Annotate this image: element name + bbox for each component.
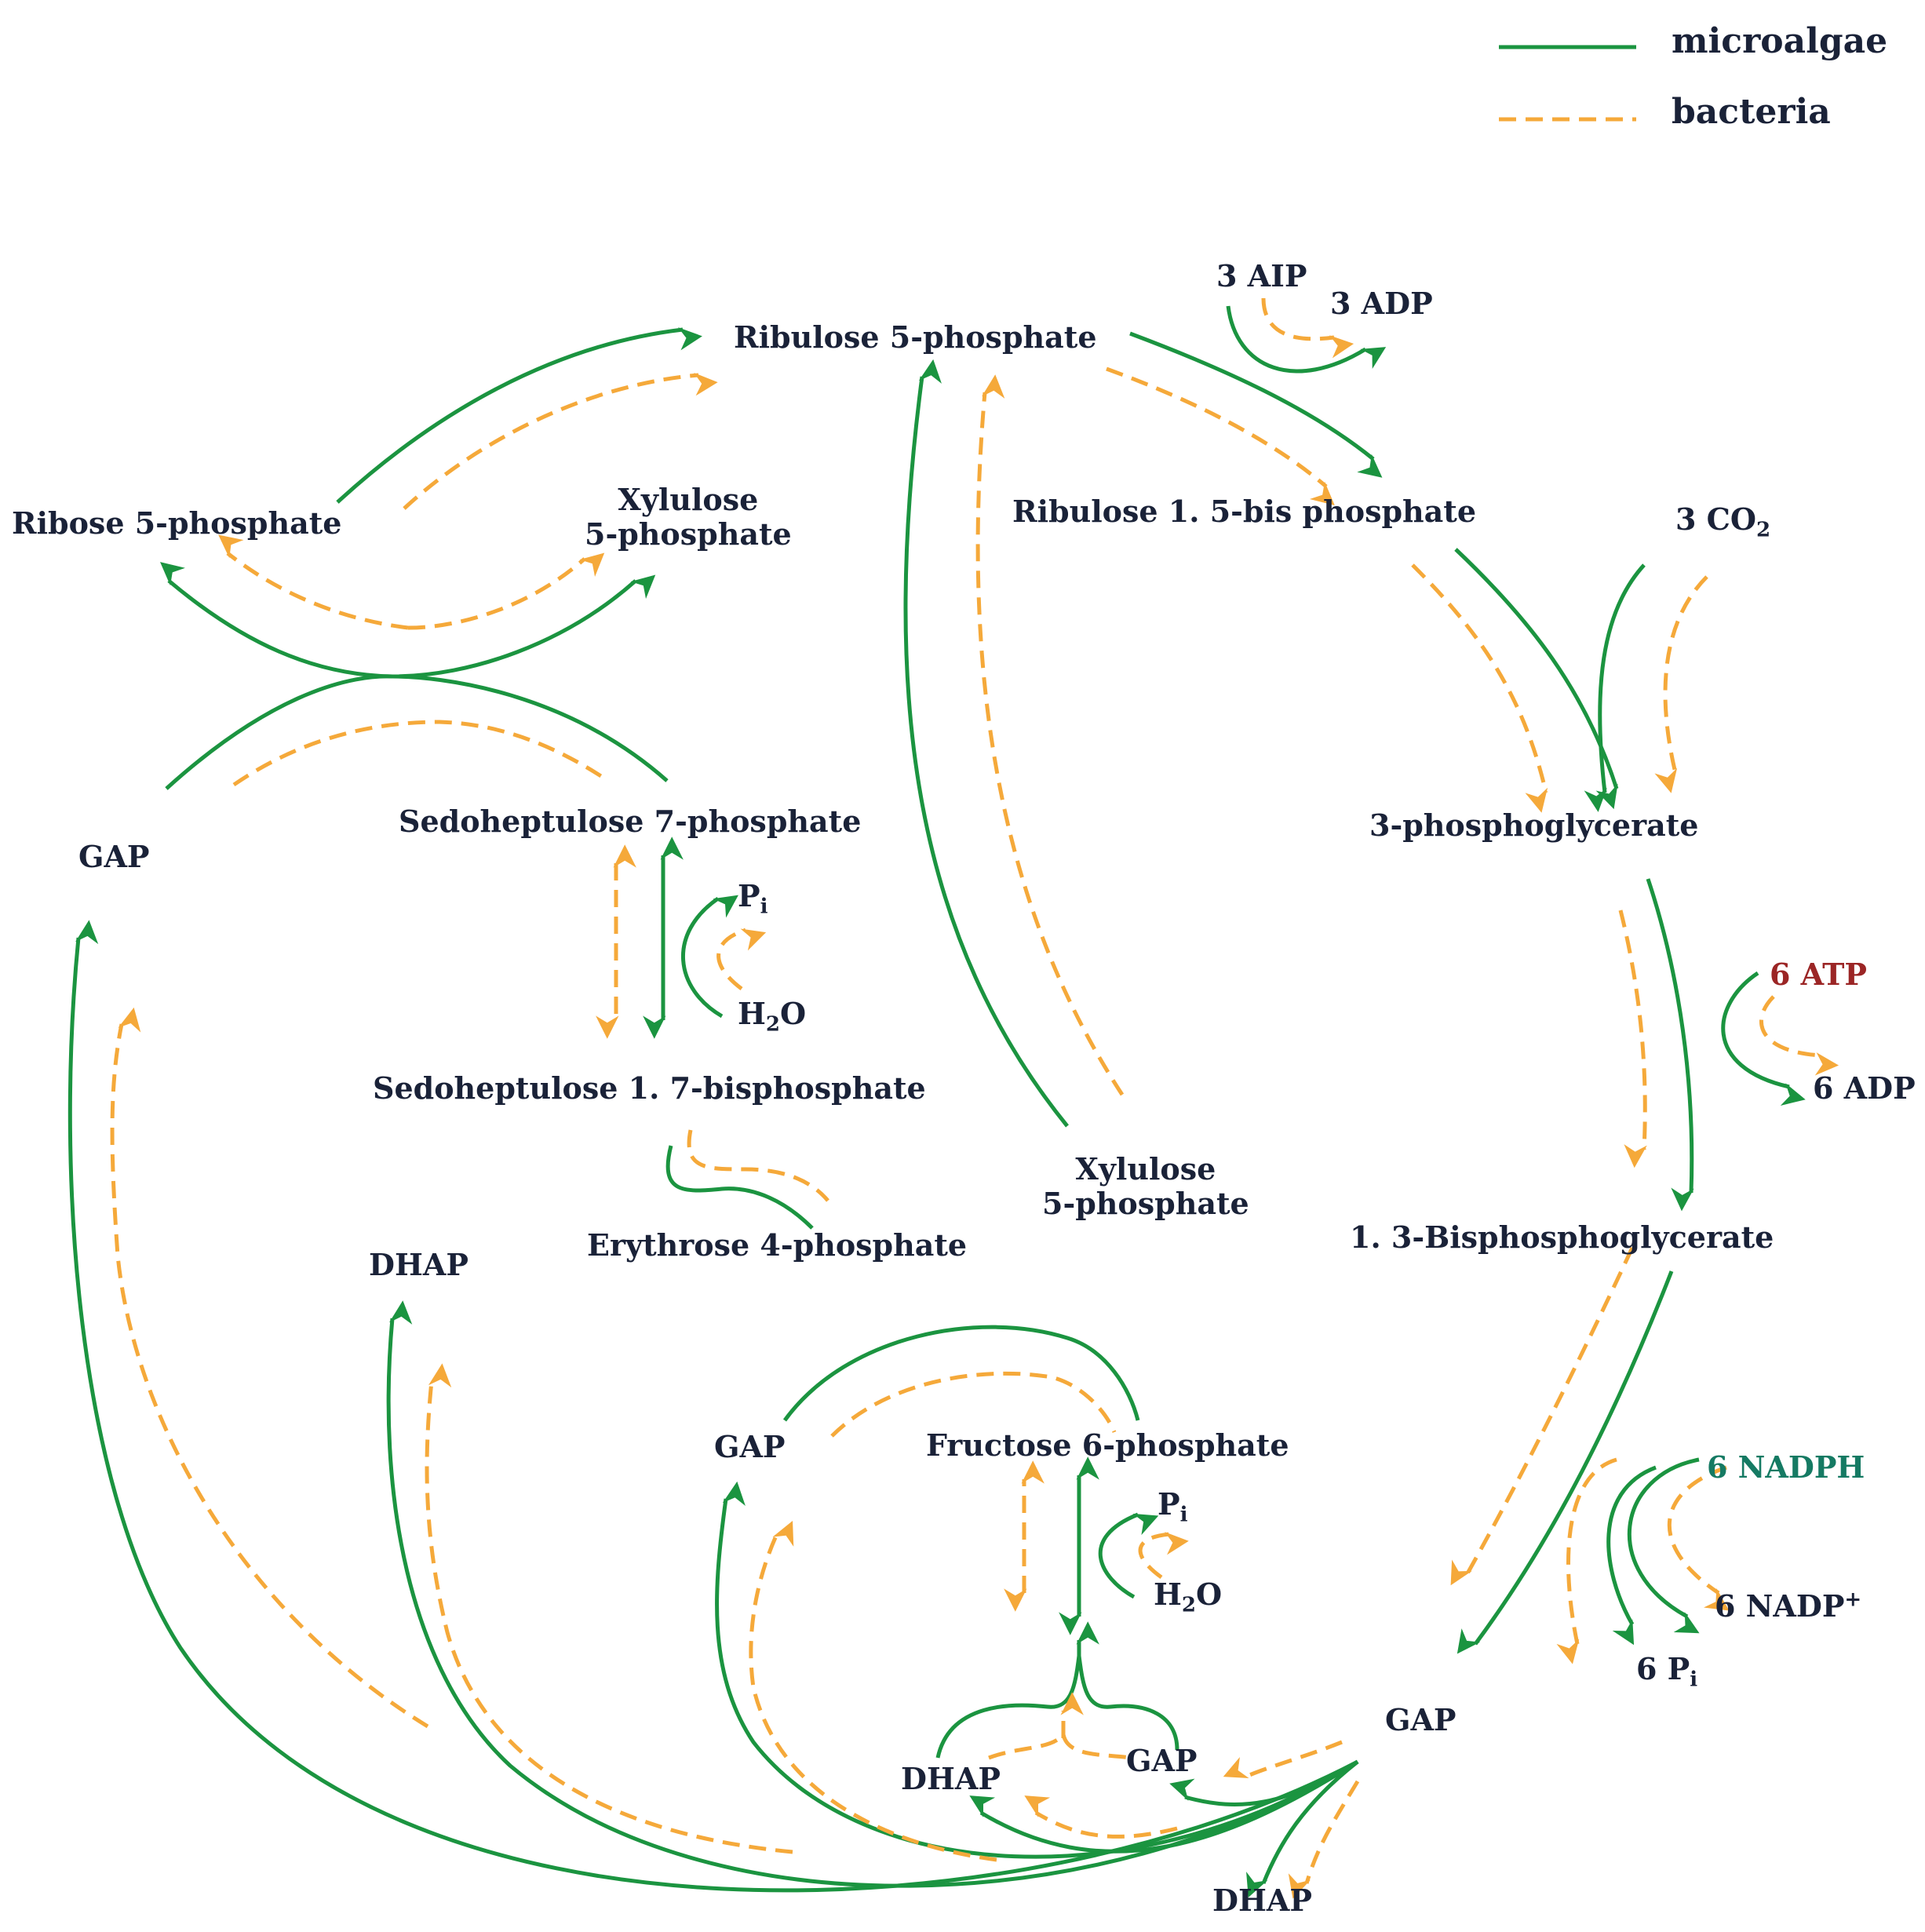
arrow-gap-to-gap-mid-orange [749, 1520, 997, 1862]
arrow-pga-to-bpg-green [1646, 878, 1694, 1212]
link-e4p-s17bp-orange [687, 1129, 829, 1202]
label-gap-bottom-mid: GAP [714, 1429, 786, 1464]
label-pi-top-main: P [738, 878, 760, 913]
label-gap-left: GAP [78, 839, 150, 874]
arrow-h2o-pi-bottom-orange [1138, 1532, 1189, 1580]
label-dhap-left: DHAP [369, 1247, 468, 1282]
arrow-gap-to-dhap-bottom-orange [1288, 1780, 1360, 1899]
arrow-to-xylulose-orange [407, 552, 605, 630]
arrow-h2o-pi-top-orange [716, 928, 767, 990]
label-pi-bottom-sub: i [1179, 1503, 1188, 1527]
legend-microalgae-label: microalgae [1672, 21, 1888, 61]
arrow-gap-to-dhap-bottom-green [1246, 1760, 1359, 1897]
label-pi-6: 6 Pi [1636, 1651, 1697, 1690]
label-h2o-bottom-end: O [1196, 1577, 1223, 1612]
label-co2-sub: 2 [1756, 518, 1771, 542]
arrow-gap-to-gap-mid-green [715, 1481, 1359, 1859]
label-adp-3: 3 ADP [1330, 286, 1433, 321]
label-h2o-top-main: H [738, 996, 766, 1031]
label-fructose-6-phosphate: Fructose 6-phosphate [926, 1427, 1289, 1463]
arrow-rubp-to-pga-orange [1411, 563, 1548, 813]
label-co2-main: 3 CO [1675, 501, 1757, 537]
label-h2o-bottom-sub: 2 [1181, 1593, 1196, 1617]
label-ribulose-1-5-bisphosphate: Ribulose 1. 5-bis phosphate [1012, 494, 1477, 529]
arrow-gap-to-dhap-inner-orange [1024, 1795, 1178, 1839]
arrow-to-xylulose-green [392, 574, 656, 679]
label-ribulose-5-phosphate: Ribulose 5-phosphate [734, 319, 1097, 355]
arrow-atp6-to-adp6-green [1721, 971, 1806, 1106]
legend-bacteria-label: bacteria [1672, 92, 1831, 132]
arrow-gap-to-dhap-left-orange [425, 1363, 793, 1854]
arrow-gap-to-dhap-left-green [386, 1300, 1359, 1888]
label-gap-bottom-inner: GAP [1126, 1743, 1198, 1778]
arrow-atp3-to-adp3-green [1226, 305, 1387, 374]
label-gap-right: GAP [1385, 1702, 1457, 1737]
label-xylulose-top-line2: 5-phosphate [585, 516, 792, 552]
arrow-gap-to-inner-gap-orange [1223, 1740, 1343, 1780]
arrow-h2o-pi-top-green [680, 895, 738, 1019]
label-sedoheptulose-1-7-bisphosphate: Sedoheptulose 1. 7-bisphosphate [373, 1070, 926, 1106]
arrow-nadph-to-pi-orange [1556, 1457, 1617, 1664]
label-atp-3: 3 AIP [1216, 258, 1307, 293]
arc-gap-f6p-orange [830, 1371, 1117, 1438]
label-pi-bottom: Pi [1158, 1486, 1187, 1526]
label-xylulose-5-phosphate-top: Xylulose 5-phosphate [585, 483, 792, 551]
label-xylulose-top-line1: Xylulose [618, 482, 759, 517]
label-nadph-6: 6 NADPH [1707, 1449, 1865, 1485]
label-nadp-sup: + [1844, 1588, 1862, 1612]
label-xylulose-mid-line1: Xylulose [1075, 1151, 1216, 1187]
arrow-nadph-to-nadp-orange [1667, 1465, 1730, 1611]
label-xylulose-mid-line2: 5-phosphate [1042, 1185, 1249, 1221]
arc-gap-f6p-green [782, 1325, 1140, 1422]
arrow-to-ribose-orange [218, 534, 409, 630]
label-ribose-5-phosphate: Ribose 5-phosphate [12, 505, 342, 541]
arrow-atp6-to-adp6-orange [1759, 995, 1839, 1076]
arrow-nadph-to-pi-green [1606, 1465, 1657, 1646]
label-h2o-top: H2O [738, 996, 807, 1035]
label-xylulose-5-phosphate-mid: Xylulose 5-phosphate [1042, 1152, 1249, 1220]
label-pi-bottom-main: P [1158, 1486, 1180, 1522]
arrow-xu5p-to-ru5p-green [903, 359, 1069, 1128]
label-nadp-6: 6 NADP+ [1715, 1589, 1861, 1624]
arrow-ribose-to-ribulose-green [336, 327, 702, 504]
label-nadp-main: 6 NADP [1715, 1588, 1845, 1624]
arrow-h2o-pi-bottom-green [1098, 1512, 1159, 1599]
label-h2o-bottom: H2O [1154, 1577, 1223, 1616]
label-h2o-bottom-main: H [1154, 1577, 1182, 1612]
label-1-3-bisphosphoglycerate: 1. 3-Bisphosphoglycerate [1350, 1219, 1774, 1255]
label-pi-top-sub: i [760, 895, 768, 919]
label-3-phosphoglycerate: 3-phosphoglycerate [1369, 807, 1699, 843]
arrow-ribose-to-ribulose-orange [403, 372, 718, 510]
arrow-bpg-to-gap-green [1457, 1270, 1674, 1654]
label-dhap-bottom-left: DHAP [901, 1761, 1001, 1796]
label-erythrose-4-phosphate: Erythrose 4-phosphate [587, 1227, 968, 1263]
label-pi6-main: 6 P [1636, 1651, 1690, 1686]
arrow-co2-to-pga-orange [1654, 575, 1708, 793]
label-co2: 3 CO2 [1675, 501, 1770, 541]
arrow-xu5p-to-ru5p-orange [975, 374, 1125, 1096]
arrow-ru5p-to-rubp-green [1129, 331, 1383, 478]
arrow-dhap-gap-to-fbp-orange [988, 1729, 1131, 1760]
label-pi-top: Pi [738, 878, 767, 917]
label-atp-6: 6 ATP [1770, 957, 1867, 992]
link-e4p-s17bp-green [665, 1145, 814, 1230]
label-h2o-top-sub: 2 [765, 1012, 780, 1037]
arrow-ru5p-to-rubp-orange [1106, 366, 1335, 505]
arrow-bpg-to-gap-orange [1450, 1246, 1635, 1586]
arrow-atp3-to-adp3-orange [1261, 297, 1354, 359]
arrow-co2-to-pga-green [1584, 563, 1646, 812]
arrow-gap-to-gap-left-orange [110, 1007, 429, 1729]
arrow-to-ribose-green [160, 562, 393, 679]
arrow-nadph-to-nadp-green [1627, 1457, 1700, 1634]
arrow-gap-to-gap-left-green [67, 920, 1359, 1893]
label-h2o-top-end: O [780, 996, 807, 1031]
arrow-pga-to-bpg-orange [1618, 909, 1647, 1168]
label-sedoheptulose-7-phosphate: Sedoheptulose 7-phosphate [399, 804, 862, 839]
label-adp-6: 6 ADP [1813, 1070, 1916, 1106]
arc-gap-s7p-orange [232, 720, 610, 787]
label-pi6-sub: i [1690, 1668, 1698, 1692]
label-dhap-bottom: DHAP [1212, 1883, 1312, 1918]
